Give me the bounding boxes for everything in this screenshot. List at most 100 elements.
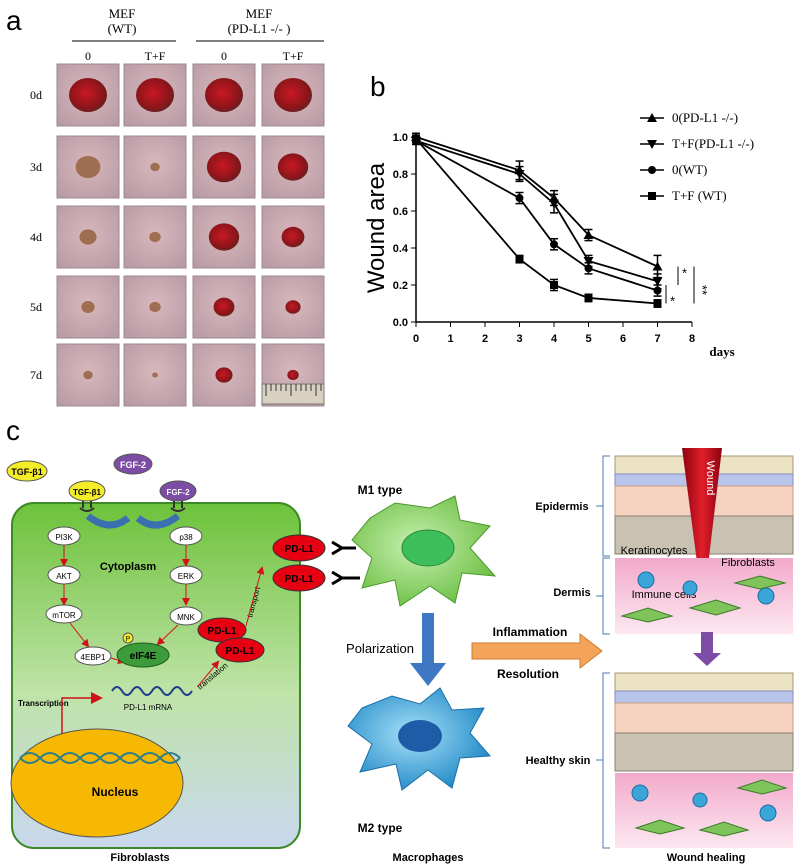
- wound-spot: [277, 153, 309, 181]
- wound-spot: [149, 231, 161, 243]
- panel-b-label: b: [370, 71, 386, 102]
- sig-label: *: [682, 266, 687, 281]
- group-ko-title-1: MEF: [246, 6, 273, 21]
- healthy-immune-3: [759, 804, 777, 822]
- wound-spot: [205, 78, 243, 112]
- healthy-skin-label: Healthy skin: [526, 755, 591, 767]
- epidermis-label: Epidermis: [535, 501, 588, 513]
- data-point: [515, 255, 524, 264]
- wound-spot: [150, 162, 160, 172]
- immune-cell-2: [682, 580, 698, 596]
- healthy-corneum: [614, 672, 794, 692]
- eif4e-label: eIF4E: [130, 651, 157, 662]
- pdl1-membrane-2: [272, 564, 326, 592]
- immune-cell-3: [757, 587, 775, 605]
- dna-helix: [19, 752, 181, 764]
- legend-entry: T+F (WT): [672, 188, 727, 203]
- tgf-receptor-stem: [79, 501, 95, 512]
- tgf-beta1-free: [6, 460, 48, 482]
- wound-spot: [213, 297, 235, 317]
- signal-curve-right: [135, 513, 181, 529]
- immune-cells-label: Immune cells: [632, 589, 697, 601]
- x-tick-label: 2: [482, 333, 488, 345]
- fgf2-receptor-label: FGF-2: [166, 488, 190, 497]
- fgf-receptor-stem: [170, 501, 186, 512]
- pdl1-membrane-2-label: PD-L1: [285, 574, 314, 585]
- erk-label: ERK: [178, 572, 195, 581]
- epidermis-bracket: [596, 455, 610, 557]
- row-label-5d: 5d: [30, 300, 42, 314]
- arrow-mnk-eif4e: [156, 624, 179, 646]
- bottom-label-wound-healing: Wound healing: [667, 852, 746, 864]
- wound-spot: [215, 367, 233, 383]
- mnk-label: MNK: [177, 613, 195, 622]
- x-axis-label: days: [709, 344, 734, 359]
- data-point: [583, 230, 594, 240]
- data-point: [584, 264, 593, 273]
- x-tick-label: 0: [413, 333, 419, 345]
- wound-spot: [208, 223, 240, 251]
- phospho-icon: [122, 632, 134, 644]
- data-point: [412, 134, 420, 143]
- wound-spot: [79, 229, 97, 245]
- wound-spot: [287, 369, 299, 381]
- resolution-label: Resolution: [497, 667, 559, 681]
- healthy-fibroblast-1: [736, 779, 788, 795]
- x-tick-label: 4: [551, 333, 558, 345]
- fibroblast-spindle-1: [620, 607, 674, 623]
- tgf-beta1-receptor-label: TGF-β1: [73, 488, 102, 497]
- y-tick-label: 0.8: [393, 169, 408, 181]
- phospho-label: P: [126, 636, 131, 643]
- wound-spot: [136, 78, 174, 112]
- row-label-7d: 7d: [30, 368, 42, 382]
- healthy-basal: [614, 732, 794, 772]
- pdl1-intracellular-2-label: PD-L1: [226, 646, 255, 657]
- panel-c-label: c: [6, 415, 20, 446]
- data-point: [550, 281, 558, 289]
- pd1-receptor-1: [331, 540, 356, 556]
- fibroblast-spindle-2: [688, 599, 742, 616]
- x-tick-label: 6: [620, 333, 626, 345]
- healthy-fibroblast-2: [634, 819, 686, 835]
- healthy-immune-1: [631, 784, 649, 802]
- y-tick-label: 0.2: [393, 280, 408, 292]
- healthy-fibroblast-3: [698, 821, 750, 837]
- legend-entry: T+F(PD-L1 -/-): [672, 136, 754, 151]
- ruler-scale: [261, 383, 325, 405]
- mtor-node: [45, 604, 83, 624]
- dermis-label: Dermis: [553, 587, 590, 599]
- data-point: [652, 277, 663, 287]
- bottom-label-fibroblasts: Fibroblasts: [110, 852, 169, 864]
- col-label-2: 0: [221, 49, 227, 63]
- y-axis-label: Wound area: [363, 162, 390, 293]
- group-wt-title-1: MEF: [109, 6, 136, 21]
- mnk-node: [169, 606, 203, 626]
- akt-label: AKT: [56, 572, 72, 581]
- data-point: [648, 166, 656, 174]
- data-point: [514, 170, 525, 179]
- legend-entry: 0(PD-L1 -/-): [672, 110, 738, 125]
- signal-curve-left: [85, 513, 131, 529]
- col-label-1: T+F: [145, 49, 166, 63]
- panel-c: c TGF-β1 FGF-2 TGF-β1 FGF-2 Cytoplasm PI…: [6, 415, 794, 864]
- y-tick-label: 0.6: [393, 206, 408, 218]
- wound-label: Wound: [704, 461, 716, 496]
- pdl1-membrane-1-label: PD-L1: [285, 544, 314, 555]
- wound-spot: [206, 151, 242, 183]
- immune-cell-1: [637, 571, 655, 589]
- 4ebp1-node: [74, 646, 112, 666]
- data-point: [550, 240, 558, 249]
- y-tick-label: 0.0: [393, 317, 408, 329]
- y-tick-label: 1.0: [393, 132, 408, 144]
- wound-spot: [81, 301, 95, 313]
- data-point: [583, 256, 594, 266]
- data-point: [653, 286, 662, 295]
- data-point: [648, 192, 656, 200]
- wound-spot: [274, 78, 312, 112]
- data-point: [584, 293, 593, 302]
- bottom-label-macrophages: Macrophages: [393, 852, 464, 864]
- arrow-mtor-4ebp1: [69, 622, 90, 648]
- keratinocytes-label: Keratinocytes: [621, 545, 688, 557]
- data-point: [549, 199, 559, 209]
